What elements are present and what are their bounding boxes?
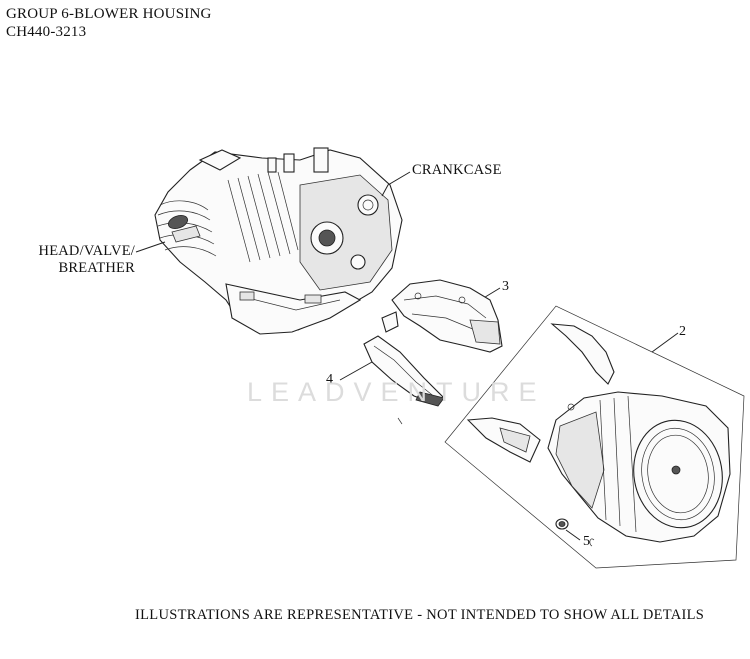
cylinder-fins [227, 171, 299, 263]
watermark-text: LEADVENTURE [247, 377, 546, 407]
label-head-valve-breather: HEAD/VALVE/ BREATHER [35, 243, 135, 277]
callout-2: 2 [679, 324, 686, 339]
part-2-blower-housing [444, 305, 745, 569]
model-number: CH440-3213 [6, 24, 87, 40]
small-screw-mark [397, 417, 403, 425]
engine-assembly [154, 147, 403, 335]
diagram-title: GROUP 6-BLOWER HOUSING [6, 6, 212, 22]
disclaimer-footer: ILLUSTRATIONS ARE REPRESENTATIVE - NOT I… [135, 607, 705, 623]
top-cover-piece [550, 323, 615, 385]
label-head-line2: BREATHER [58, 260, 135, 276]
part-4-baffle [363, 335, 445, 407]
callout-4: 4 [326, 372, 333, 387]
callout-3: 3 [502, 279, 509, 294]
label-head-line1: HEAD/VALVE/ [38, 243, 135, 259]
label-crankcase: CRANKCASE [412, 162, 502, 178]
part-5-fastener [555, 518, 595, 547]
part-3-cylinder-shroud [381, 279, 503, 353]
callout-5: 5 [583, 534, 590, 549]
